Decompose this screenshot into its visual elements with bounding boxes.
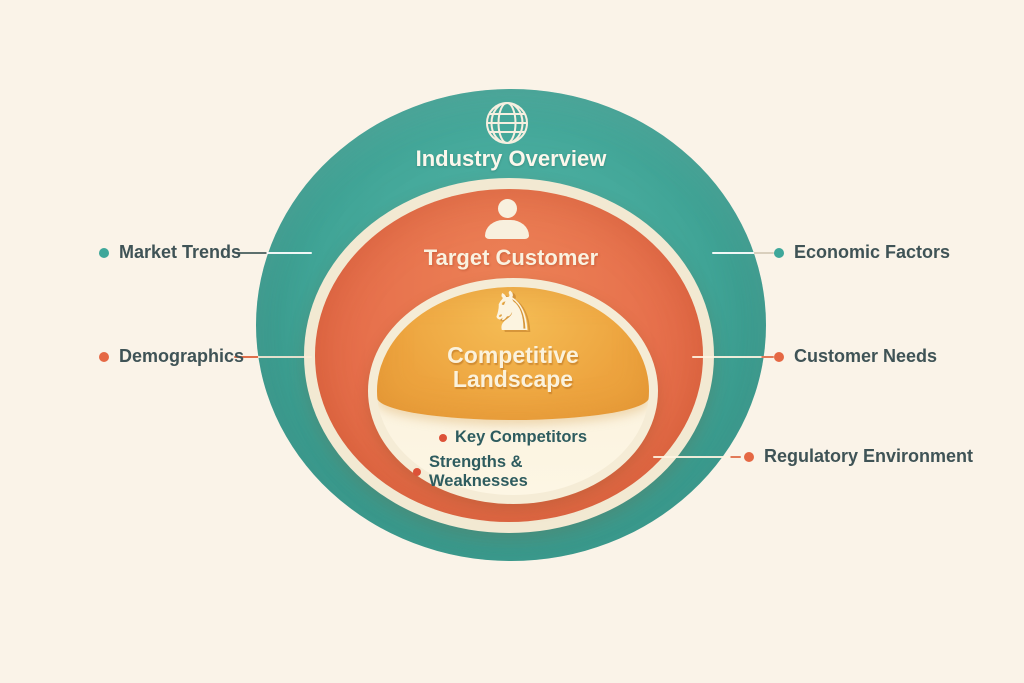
market-trends-connector-line [236, 252, 312, 254]
strengths-weaknesses-label: Strengths & Weaknesses [429, 453, 528, 490]
list-item-key-competitors: Key Competitors [413, 428, 613, 447]
market-trends-label: Market Trends [119, 242, 242, 262]
coral-dot-icon [99, 351, 109, 362]
target-customer-label: Target Customer [423, 245, 599, 270]
competitive-landscape-ring-border [368, 278, 658, 504]
globe-icon [486, 102, 528, 144]
person-icon [485, 199, 529, 239]
regulatory-environment-label: Regulatory Environment [764, 446, 974, 466]
annotation-economic-factors: Economic Factors [774, 242, 950, 263]
customer-needs-connector-line [692, 356, 774, 358]
key-competitors-label: Key Competitors [454, 428, 588, 446]
competitive-landscape-label: Competitive Landscape [447, 342, 579, 392]
industry-overview-label: Industry Overview [415, 146, 607, 171]
economic-factors-label: Economic Factors [794, 242, 951, 262]
teal-dot-icon [99, 247, 109, 258]
regulatory-environment-connector-line [653, 456, 741, 458]
teal-dot-icon [774, 247, 784, 258]
annotation-market-trends: Market Trends [99, 242, 241, 263]
annotation-regulatory-environment: Regulatory Environment [744, 446, 973, 467]
person-icon-head [497, 199, 517, 218]
knight-icon: ♞ [487, 280, 537, 343]
demographics-label: Demographics [119, 346, 245, 366]
annotation-demographics: Demographics [99, 346, 244, 367]
customer-needs-label: Customer Needs [794, 346, 938, 366]
competitive-landscape-ring [377, 287, 649, 495]
economic-factors-connector-line [712, 252, 774, 254]
bullet-dot-icon [413, 468, 421, 476]
coral-dot-icon [744, 451, 754, 462]
coral-dot-icon [774, 351, 784, 362]
bullet-dot-icon [438, 433, 447, 442]
demographics-connector-line [234, 356, 312, 358]
competitive-landscape-gold-area [377, 287, 649, 421]
annotation-customer-needs: Customer Needs [774, 346, 937, 367]
person-icon-body [485, 219, 529, 239]
list-item-strengths-weaknesses: Strengths & Weaknesses [413, 453, 613, 491]
